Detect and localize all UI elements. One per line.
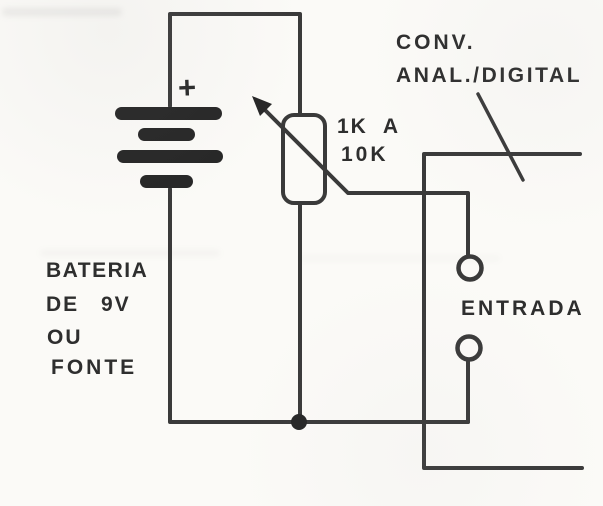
wiper-arrowhead-icon xyxy=(252,96,272,116)
label-battery-line3: OU xyxy=(47,326,83,349)
label-pot-value-line1: 1K A xyxy=(337,115,401,138)
label-battery-line4: FONTE xyxy=(51,356,138,379)
wire-top-rail xyxy=(168,12,302,117)
label-battery-line1: BATERIA xyxy=(46,259,149,282)
label-converter-line2: ANAL./DIGITAL xyxy=(396,64,583,87)
label-battery-line2: DE 9V xyxy=(46,293,131,316)
adc-box-outline xyxy=(422,152,584,470)
battery-plate-short-1 xyxy=(138,128,195,141)
callout-line xyxy=(476,92,525,182)
battery-polarity-plus: + xyxy=(177,69,197,106)
junction-dot xyxy=(291,414,307,430)
battery-plate-long-2 xyxy=(117,150,223,163)
wire-wiper xyxy=(257,102,470,258)
wire-bottom-rail xyxy=(168,187,470,424)
battery-plate-short-2 xyxy=(140,175,193,188)
terminal-circle-lower xyxy=(455,334,483,362)
potentiometer-body xyxy=(281,113,327,205)
label-pot-value-line2: 10K xyxy=(341,143,389,166)
terminal-circle-upper xyxy=(456,254,484,282)
battery-plate-long-1 xyxy=(115,107,222,120)
label-input: ENTRADA xyxy=(461,297,585,320)
label-converter-line1: CONV. xyxy=(396,31,476,54)
